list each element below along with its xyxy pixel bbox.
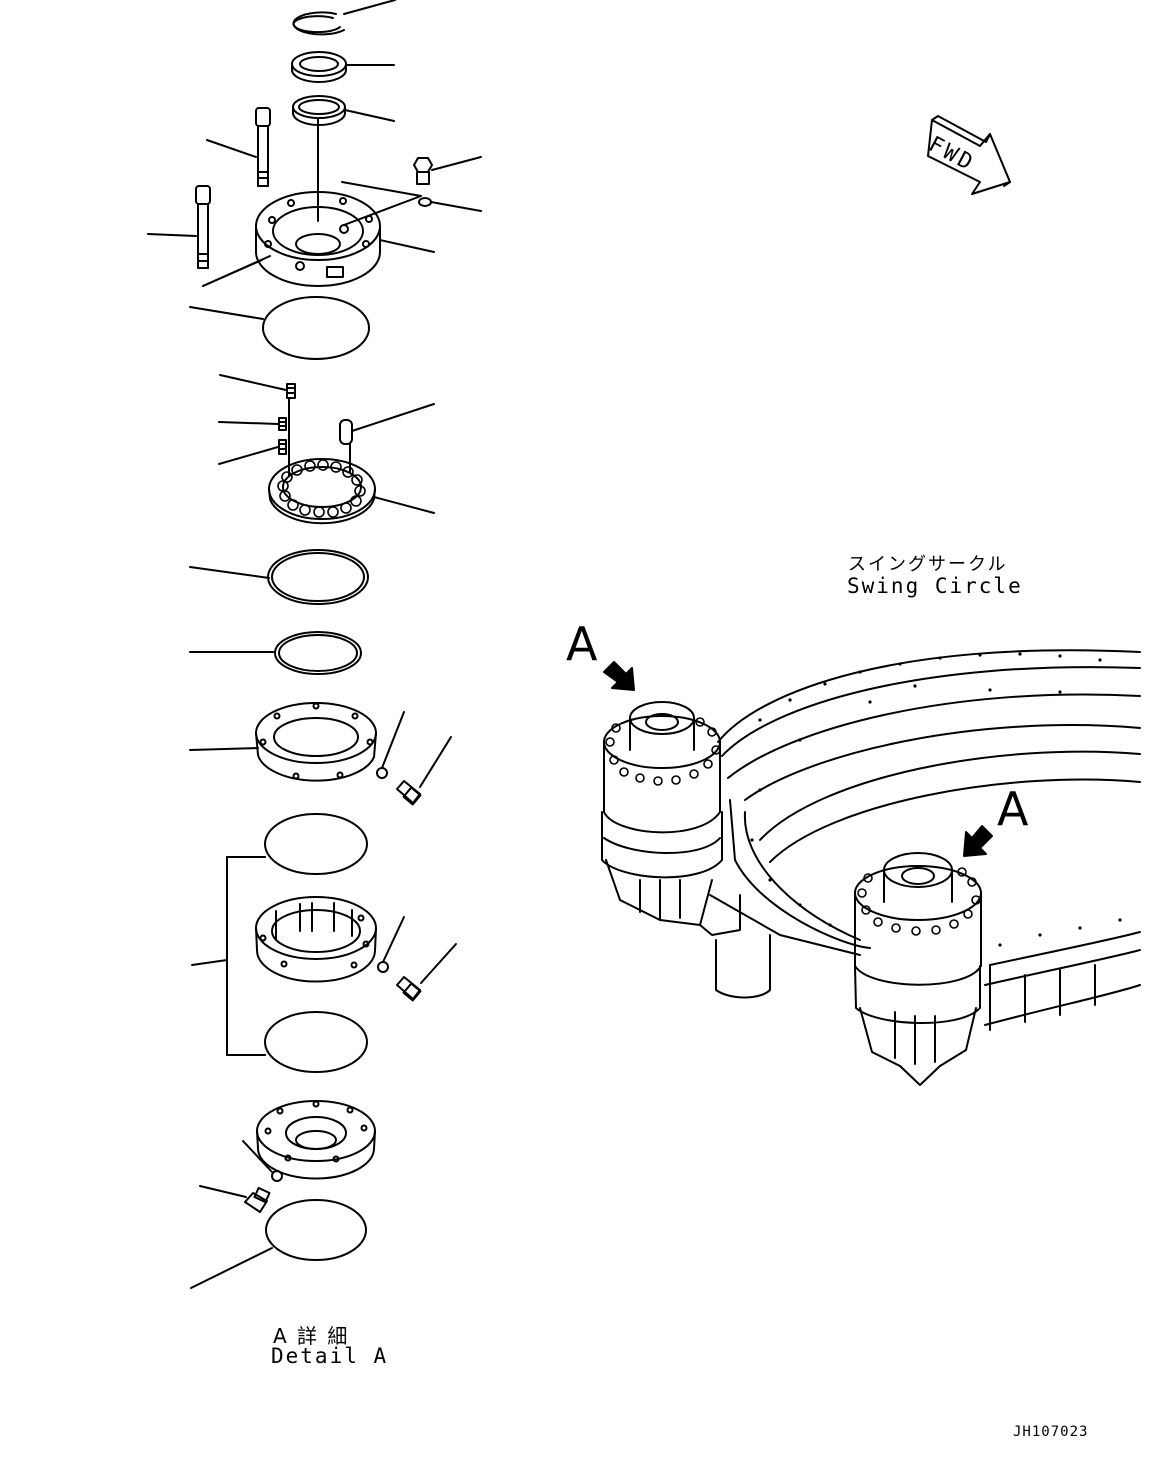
plug-2 (396, 943, 457, 1002)
swing-circle-title-en: Swing Circle (847, 574, 1023, 598)
dowel-pin (339, 403, 435, 445)
ring-gear (191, 896, 377, 983)
group-bracket (226, 856, 266, 1056)
cover-housing (202, 117, 435, 287)
plug-o-ring (418, 197, 482, 212)
o-ring-small-3 (242, 1140, 283, 1182)
detail-a-exploded-view (147, 0, 482, 1289)
small-spring-3 (218, 439, 287, 465)
small-spring-1 (219, 374, 296, 399)
fwd-arrow-sign (927, 115, 1011, 195)
spacer-ring (292, 95, 395, 126)
bottom-cover (256, 1100, 376, 1180)
o-ring-small-1 (376, 711, 405, 779)
drawing-number: JH107023 (1013, 1424, 1089, 1440)
detail-a-title-en: Detail A (271, 1344, 389, 1368)
detail-a-title-jp: A 詳 細 (273, 1324, 350, 1348)
gasket-2 (226, 813, 368, 875)
callout-arrow-2 (963, 825, 993, 857)
swing-circle-title-jp: スイングサークル (848, 554, 1008, 575)
plug-bolt (413, 156, 482, 185)
socket-bolt-long-1 (206, 107, 271, 187)
oil-seal (291, 51, 395, 83)
small-spring-2 (218, 417, 287, 431)
gasket-1 (189, 296, 370, 360)
o-ring-large (189, 549, 369, 605)
ring-flange (189, 702, 377, 782)
snap-ring (292, 0, 396, 36)
roller-bearing (268, 397, 435, 525)
socket-bolt-long-2 (147, 185, 211, 269)
swing-circle-ring (709, 649, 1141, 1031)
swing-motor-a-front (854, 852, 982, 1086)
gasket-4 (190, 1199, 367, 1289)
callout-label-a-2: A (997, 782, 1029, 836)
o-ring-medium (189, 631, 362, 675)
callout-label-a-1: A (566, 617, 598, 671)
callout-arrow-1 (603, 661, 635, 691)
o-ring-small-2 (377, 916, 405, 973)
plug-1 (396, 736, 452, 806)
plug-3 (199, 1185, 271, 1213)
swing-motor-a-rear (601, 701, 771, 999)
swing-circle-view (601, 115, 1141, 1086)
gasket-3 (226, 1011, 368, 1073)
